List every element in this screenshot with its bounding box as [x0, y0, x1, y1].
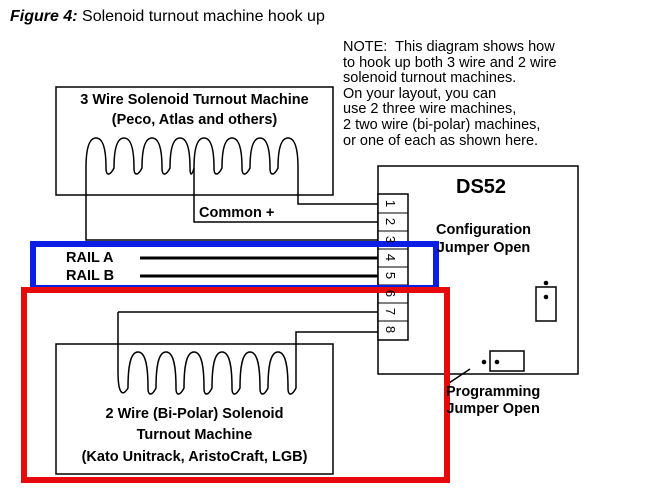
prog-jumper-label: Programming Jumper Open [446, 384, 541, 417]
terminal-1: 1 [383, 199, 399, 208]
figure-caption: Solenoid turnout machine hook up [82, 8, 325, 25]
two-wire-subtitle: Turnout Machine [136, 427, 253, 443]
three-wire-coil-left [85, 137, 195, 195]
terminal-6: 6 [383, 289, 399, 298]
two-wire-highlight [21, 287, 450, 483]
terminal-3: 3 [383, 235, 399, 244]
prog-jumper [489, 350, 525, 372]
note-text: NOTE: This diagram shows how to hook up … [343, 39, 557, 149]
two-wire-coil [117, 312, 378, 395]
figure-label: Figure 4: [10, 8, 78, 25]
common-label: Common + [199, 205, 275, 221]
ds52-title: DS52 [456, 176, 507, 198]
three-wire-coil-right [193, 137, 378, 205]
three-wire-subtitle: (Peco, Atlas and others) [111, 112, 278, 128]
terminal-8: 8 [383, 325, 399, 334]
prog-jumper-pin-1 [481, 359, 487, 365]
config-jumper-label: Configuration Jumper Open [436, 222, 532, 256]
two-wire-title: 2 Wire (Bi-Polar) Solenoid [105, 406, 284, 422]
rail-b-label: RAIL B [66, 268, 115, 284]
config-jumper-pin-1 [543, 280, 549, 286]
two-wire-machine-box [55, 343, 334, 475]
common-wire [193, 168, 378, 223]
three-wire-lead-left [85, 195, 378, 241]
two-wire-brands: (Kato Unitrack, AristoCraft, LGB) [81, 449, 308, 465]
terminal-7: 7 [383, 307, 399, 316]
figure-title: Figure 4: Solenoid turnout machine hook … [10, 8, 325, 26]
terminal-5: 5 [383, 271, 399, 280]
prog-jumper-pin-2 [494, 359, 500, 365]
config-jumper [535, 286, 557, 322]
terminal-2: 2 [383, 217, 399, 226]
rail-a-label: RAIL A [66, 250, 114, 266]
config-jumper-pin-2 [543, 294, 549, 300]
three-wire-title: 3 Wire Solenoid Turnout Machine [80, 92, 309, 108]
terminal-4: 4 [383, 253, 399, 262]
